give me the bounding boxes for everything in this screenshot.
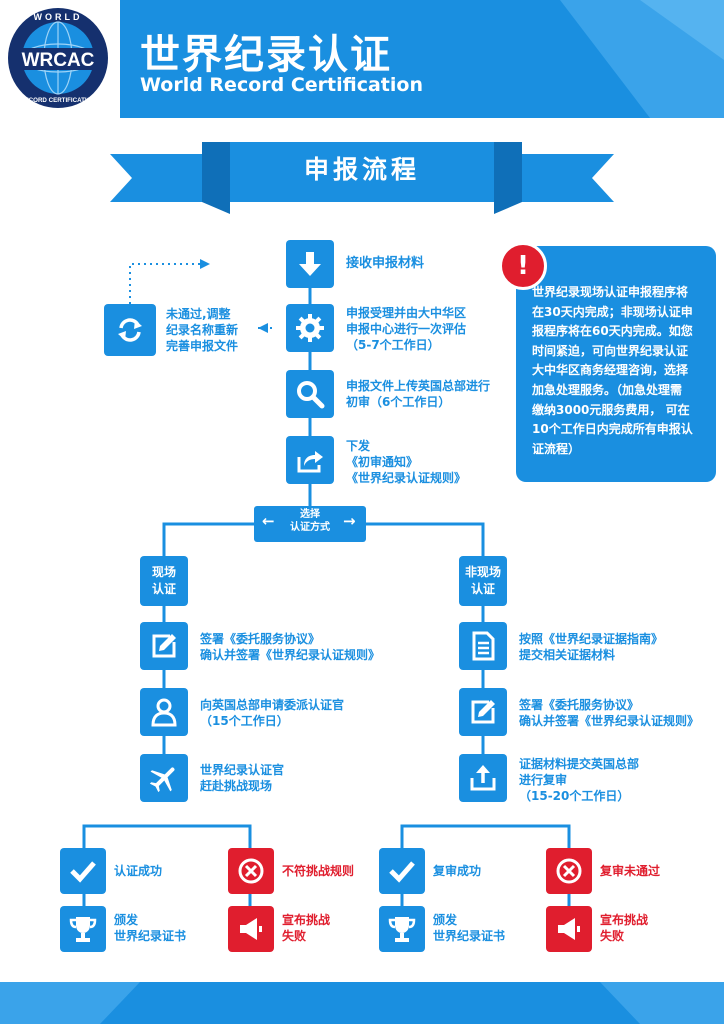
svg-text:WORLD: WORLD [34, 12, 83, 22]
wrcac-logo: WRCAC WORLD RECORD CERTIFICATION [8, 8, 108, 108]
onsite-announce-icon-box [228, 906, 274, 952]
upload-step-icon-box [286, 370, 334, 418]
offsite-submit-label: 证据材料提交英国总部进行复审（15-20个工作日） [519, 757, 640, 803]
footer-decoration [0, 982, 724, 1024]
urgent-note-text: 世界纪录现场认证申报程序将在30天内完成；非现场认证申报程序将在60天内完成。如… [532, 285, 693, 456]
airplane-icon [149, 767, 175, 793]
onsite-announce-label: 宣布挑战失败 [282, 913, 331, 943]
ribbon-title: 申报流程 [303, 155, 420, 184]
offsite-certificate-icon-box [379, 906, 425, 952]
receive-step-icon-box [286, 240, 334, 288]
trophy-icon [69, 917, 97, 942]
retry-icon-box [104, 304, 156, 356]
header-decoration [560, 0, 724, 118]
notice-step-icon-box [286, 436, 334, 484]
svg-text:WRCAC: WRCAC [22, 50, 95, 71]
upload-icon [470, 765, 496, 791]
onsite-travel-label: 世界纪录认证官赶赴挑战现场 [200, 763, 285, 793]
megaphone-icon [558, 918, 580, 940]
header-bar [0, 0, 724, 118]
onsite-sign-label: 签署《委托服务协议》确认并签署《世界纪录认证规则》 [200, 632, 381, 662]
offsite-success-icon-box [379, 848, 425, 894]
offsite-success-label: 复审成功 [433, 864, 482, 878]
person-icon [151, 698, 177, 727]
receive-step-label: 接收申报材料 [346, 256, 425, 271]
onsite-officer-label: 向英国总部申请委派认证官（15个工作日） [200, 698, 345, 728]
urgent-note-box [516, 246, 716, 482]
checkmark-icon [70, 861, 96, 883]
arrow-left-icon: ← [262, 512, 275, 530]
offsite-evidence-label: 按照《世界纪录证据指南》提交相关证据材料 [519, 632, 664, 662]
choose-method-box [254, 506, 366, 542]
svg-text:RECORD CERTIFICATION: RECORD CERTIFICATION [20, 97, 96, 104]
offsite-announce-icon-box [546, 906, 592, 952]
onsite-success-icon-box [60, 848, 106, 894]
onsite-method-label: 现场认证 [140, 556, 188, 606]
x-circle-icon [556, 858, 582, 884]
onsite-fail-icon-box [228, 848, 274, 894]
document-icon [472, 631, 495, 661]
offsite-evidence-icon-box [459, 622, 507, 670]
page-subtitle: World Record Certification [140, 74, 423, 96]
onsite-fail-label: 不符挑战规则 [282, 864, 355, 878]
magnifier-icon [297, 381, 325, 409]
notice-step-label: 下发《初审通知》《世界纪录认证规则》 [346, 439, 467, 485]
offsite-certificate-label: 颁发世界纪录证书 [433, 913, 506, 943]
onsite-sign-icon-box [140, 622, 188, 670]
download-arrow-icon [299, 252, 321, 276]
edit-icon [471, 700, 495, 724]
review-step-label: 申报受理并由大中华区申报中心进行一次评估（5-7个工作日） [346, 306, 467, 352]
review-step-icon-box [286, 304, 334, 352]
offsite-method-label: 非现场认证 [459, 556, 507, 606]
footer-bar [0, 982, 724, 1024]
page-title: 世界纪录认证 [140, 32, 392, 78]
alert-icon: ! [499, 242, 547, 290]
megaphone-icon [240, 918, 262, 940]
offsite-fail-label: 复审未通过 [600, 864, 661, 878]
offsite-sign-label: 签署《委托服务协议》确认并签署《世界纪录认证规则》 [519, 698, 700, 728]
edit-icon [152, 634, 176, 658]
gear-icon [296, 314, 324, 342]
onsite-certificate-label: 颁发世界纪录证书 [114, 913, 187, 943]
arrow-right-icon: → [343, 512, 356, 530]
offsite-sign-icon-box [459, 688, 507, 736]
onsite-success-label: 认证成功 [114, 864, 163, 878]
upload-step-label: 申报文件上传英国总部进行初审（6个工作日） [346, 379, 491, 409]
refresh-icon [118, 318, 142, 342]
ribbon-banner [110, 142, 614, 214]
offsite-fail-icon-box [546, 848, 592, 894]
offsite-submit-icon-box [459, 754, 507, 802]
trophy-icon [388, 917, 416, 942]
x-circle-icon [238, 858, 264, 884]
retry-label: 未通过,调整纪录名称重新完善申报文件 [166, 307, 239, 353]
onsite-travel-icon-box [140, 754, 188, 802]
choose-method-label: 选择认证方式 [290, 509, 330, 533]
offsite-announce-label: 宣布挑战失败 [600, 913, 649, 943]
share-icon [297, 451, 323, 473]
onsite-certificate-icon-box [60, 906, 106, 952]
checkmark-icon [389, 861, 415, 883]
onsite-officer-icon-box [140, 688, 188, 736]
